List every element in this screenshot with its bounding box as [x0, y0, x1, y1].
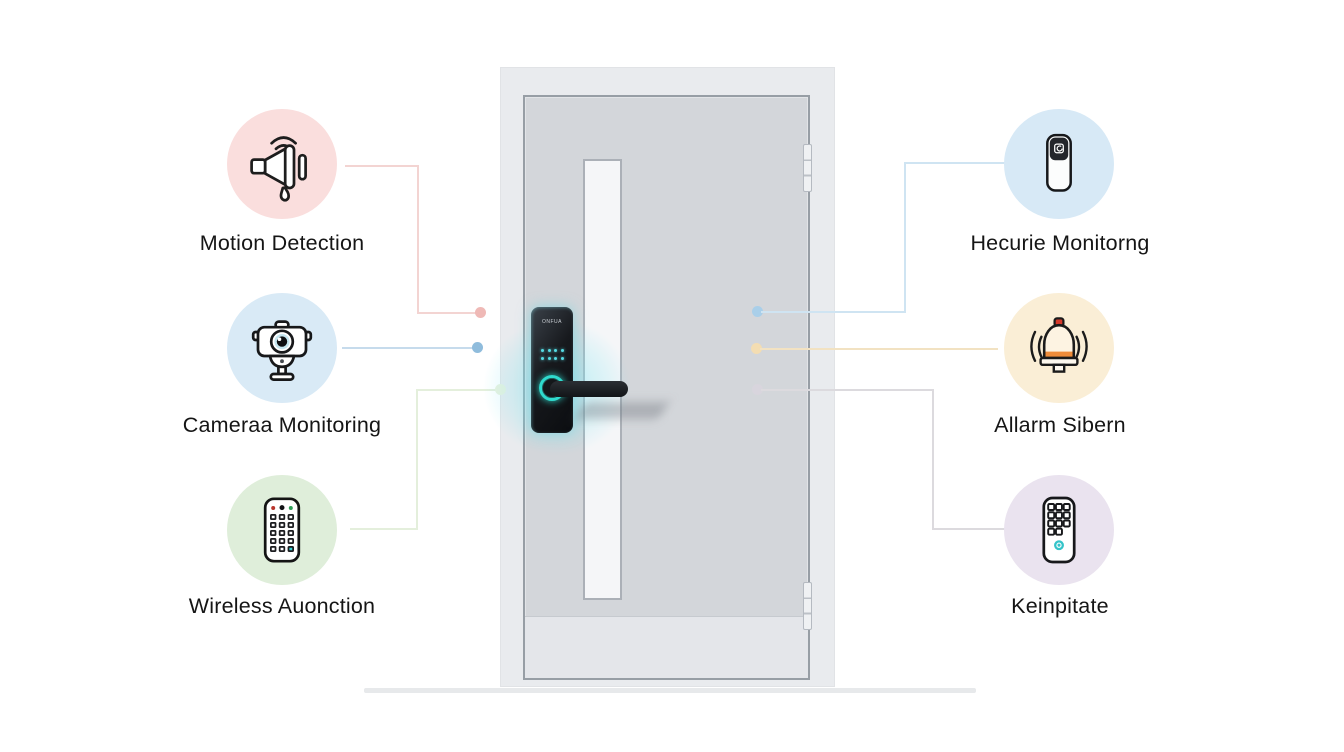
connector-keypad-dot [752, 384, 763, 395]
door-window [583, 159, 622, 600]
connector-security-h2 [904, 162, 1006, 164]
feature-label-keypad: Keinpitate [1011, 594, 1109, 618]
keypad-dot [547, 357, 551, 360]
keypad-dot [561, 349, 565, 352]
connector-motion-h1 [345, 165, 419, 167]
feature-label-security-monitoring: Hecurie Monitorng [970, 231, 1150, 255]
lock-keypad [539, 349, 566, 360]
feature-wireless [227, 475, 337, 585]
feature-camera-monitoring [227, 293, 337, 403]
keypad-dot [540, 357, 544, 360]
connector-alarm-dot [751, 343, 762, 354]
connector-wireless-h2 [416, 389, 498, 391]
connector-wireless-h1 [350, 528, 418, 530]
feature-label-camera-monitoring: Cameraa Monitoring [182, 413, 382, 437]
connector-security-dot [752, 306, 763, 317]
feature-security-monitoring [1004, 109, 1114, 219]
keypad-icon [1042, 496, 1076, 564]
keypad-dot [554, 349, 558, 352]
keypad-dot [561, 357, 565, 360]
door-hinge-bottom [803, 582, 812, 630]
keypad-dot [547, 349, 551, 352]
connector-keypad-v [932, 389, 934, 530]
connector-keypad-h1 [761, 389, 934, 391]
keypad-dot [554, 357, 558, 360]
door-hinge-top [803, 144, 812, 192]
feature-motion-detection [227, 109, 337, 219]
door-handle [550, 381, 628, 397]
feature-alarm [1004, 293, 1114, 403]
handle-shadow [575, 402, 669, 419]
feature-label-wireless: Wireless Auonction [188, 594, 376, 618]
alarm-bell-icon [1030, 317, 1088, 373]
floor-line [364, 688, 976, 693]
feature-label-motion-detection: Motion Detection [199, 231, 365, 255]
connector-security-h1 [761, 311, 906, 313]
connector-keypad-h2 [932, 528, 1006, 530]
webcam-icon [251, 320, 313, 381]
connector-motion-h2 [417, 312, 478, 314]
connector-alarm-h [760, 348, 998, 350]
door-kick-plate [525, 616, 808, 678]
feature-label-alarm: Allarm Sibern [994, 413, 1126, 437]
remote-control-icon [263, 497, 301, 563]
connector-security-v [904, 162, 906, 313]
keypad-dot [540, 349, 544, 352]
smart-lock-body [531, 307, 573, 433]
doorbell-device-icon [1046, 133, 1072, 192]
connector-camera-dot [472, 342, 483, 353]
connector-motion-v [417, 165, 419, 314]
connector-motion-dot [475, 307, 486, 318]
connector-camera-h [342, 347, 476, 349]
connector-wireless-v [416, 389, 418, 530]
feature-keypad [1004, 475, 1114, 585]
lock-brand-text: ONFUA [542, 319, 562, 325]
megaphone-motion-icon [250, 136, 307, 202]
connector-wireless-dot [495, 384, 506, 395]
